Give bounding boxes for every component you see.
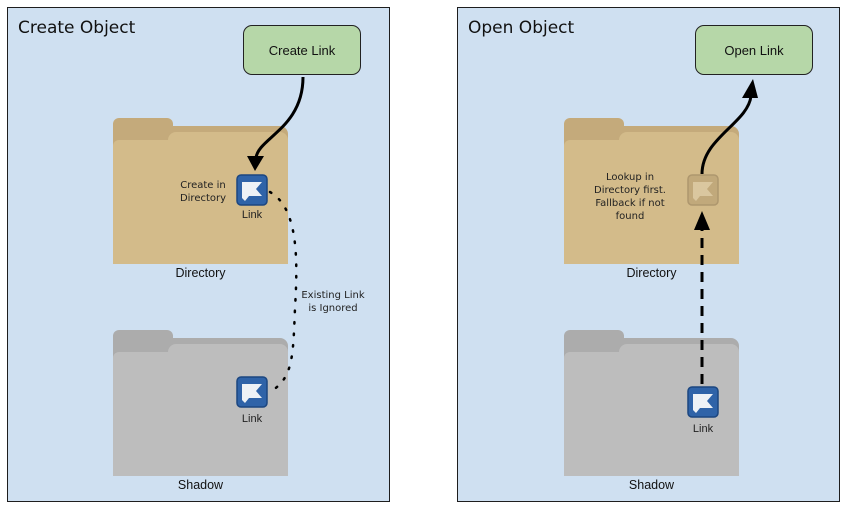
shadow-folder-label: Shadow	[177, 478, 224, 492]
open-link-box: Open Link	[695, 25, 813, 75]
lookup-directory-note: Lookup in Directory first. Fallback if n…	[594, 172, 666, 222]
shortcut-arrow-icon	[236, 376, 268, 408]
shortcut-arrow-icon	[687, 386, 719, 418]
shadow-folder-icon	[564, 330, 739, 476]
action-label: Open Link	[724, 42, 784, 58]
link-caption: Link	[241, 413, 263, 425]
link-caption: Link	[692, 423, 714, 435]
directory-folder-label: Directory	[175, 266, 226, 280]
shadow-folder-icon	[113, 330, 288, 476]
faded-shortcut-arrow-icon	[687, 174, 719, 206]
open-arrowhead	[742, 79, 758, 98]
existing-link-ignored-note: Existing Link is Ignored	[301, 290, 365, 314]
create-object-panel: Create Object Create Link Directory Crea…	[7, 7, 390, 502]
shadow-folder-label: Shadow	[628, 478, 675, 492]
create-in-directory-note: Create in Directory	[179, 180, 227, 204]
open-object-panel: Open Object Open Link Directory Lookup i…	[457, 7, 840, 502]
create-link-box: Create Link	[243, 25, 361, 75]
link-caption: Link	[241, 209, 263, 221]
panel-title: Create Object	[18, 18, 136, 38]
shortcut-arrow-icon	[236, 174, 268, 206]
action-label: Create Link	[268, 42, 336, 58]
directory-folder-label: Directory	[626, 266, 677, 280]
panel-title: Open Object	[468, 18, 575, 38]
